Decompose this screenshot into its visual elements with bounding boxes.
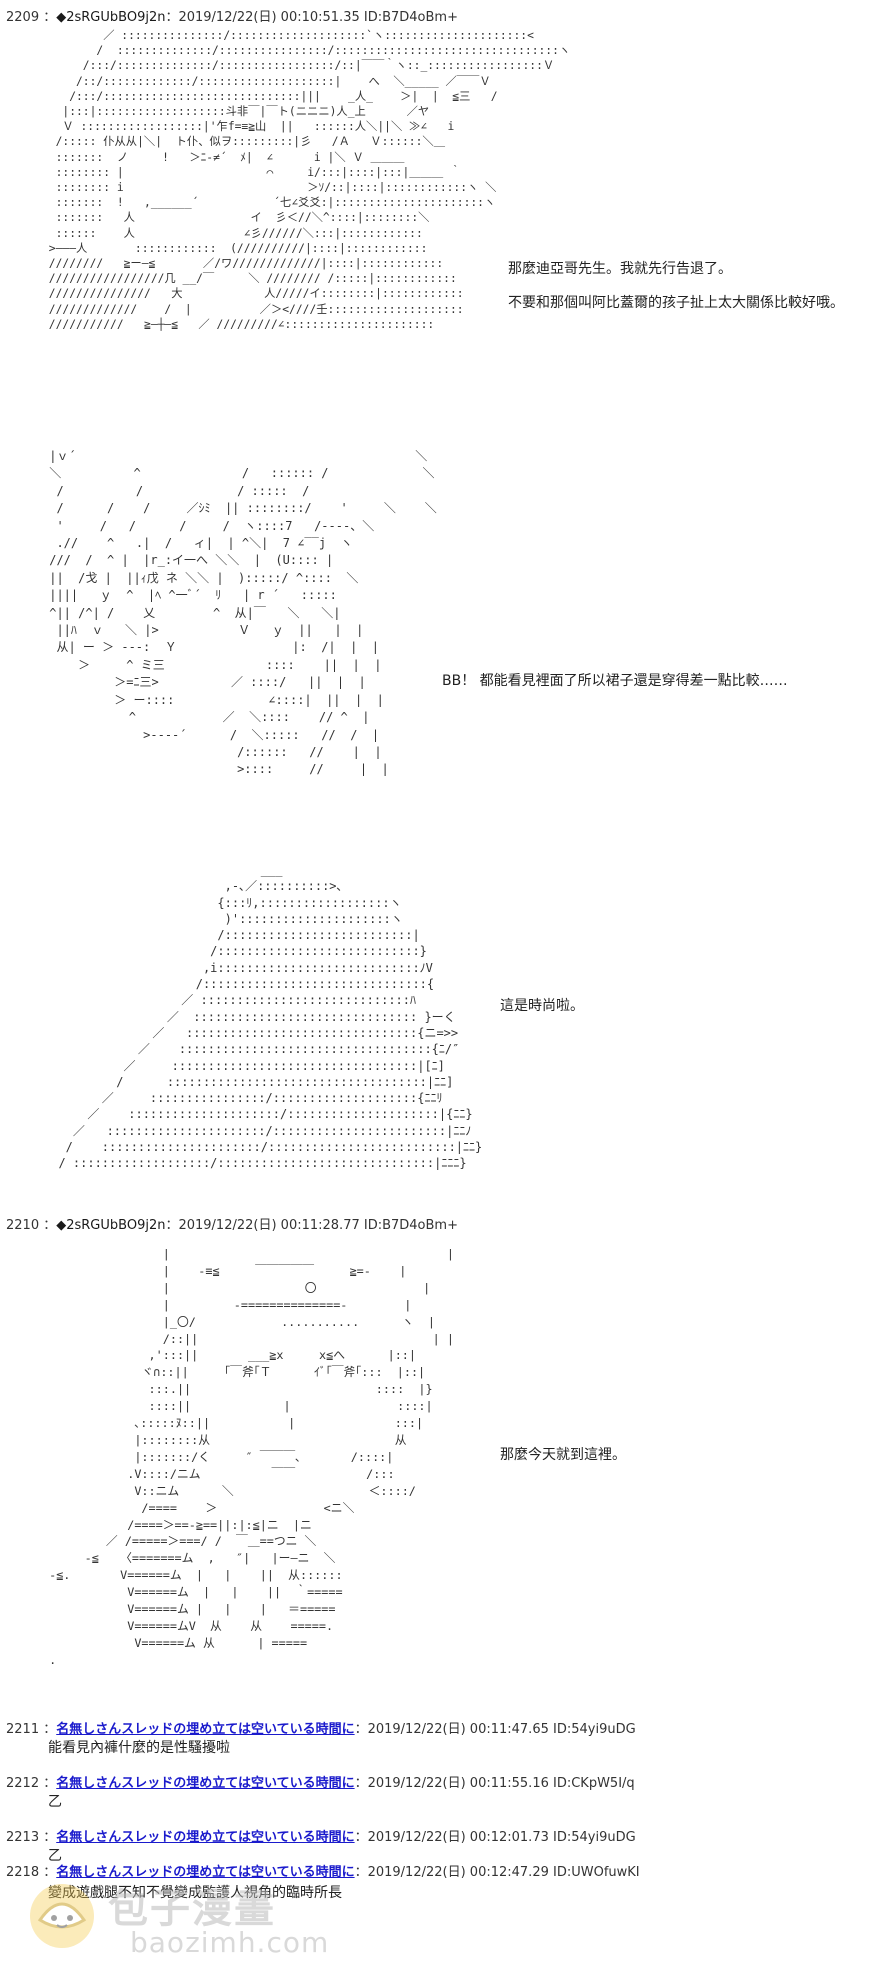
reply-separator: ：: [39, 1722, 57, 1737]
reply-id: ID:UWOfuwKI: [548, 1865, 640, 1880]
dialog-line: 這是時尚啦。: [500, 998, 584, 1014]
post-header: 2210 ：◆2sRGUbBO9j2n：2019/12/22(日) 00:11:…: [6, 1214, 458, 1233]
post-number: 2209: [6, 10, 40, 25]
reply-name-link[interactable]: 名無しさんスレッドの埋め立ては空いている時間に: [56, 1865, 355, 1880]
post-datetime: ：2019/12/22(日) 00:10:51.35: [165, 10, 360, 25]
reply-id: ID:54yi9uDG: [548, 1830, 636, 1845]
bun-logo-icon: [30, 1884, 94, 1948]
ascii-art-scene-3: ___ ,-､／::::::::::>､ {:::ﾘ,:::::::::::::…: [58, 863, 483, 1171]
reply-separator: ：: [39, 1865, 57, 1880]
reply-name-link[interactable]: 名無しさんスレッドの埋め立ては空いている時間に: [56, 1830, 355, 1845]
reply-body: 變成遊戲腿不知不覺變成監護人視角的臨時所長: [48, 1885, 342, 1901]
post-header: 2209 ：◆2sRGUbBO9j2n：2019/12/22(日) 00:10:…: [6, 6, 458, 25]
watermark-title: 包子漫畫: [108, 1886, 276, 1932]
poster-trip: ◆2sRGUbBO9j2n: [56, 10, 166, 25]
post-datetime: ：2019/12/22(日) 00:11:28.77: [165, 1218, 360, 1233]
reply-datetime: ：2019/12/22(日) 00:11:55.16: [354, 1776, 549, 1791]
dialog-line: BB！ 都能看見裡面了所以裙子還是穿得差一點比較……: [442, 673, 788, 689]
post-id: ID:B7D4oBm+: [359, 10, 458, 25]
post-separator: ：: [39, 1218, 57, 1233]
dialog-line: 那麼迪亞哥先生。我就先行告退了。: [508, 261, 732, 277]
reply-number: 2213: [6, 1830, 40, 1845]
ascii-art-scene-2: |ｖ´ ＼ ＼ ^ / :::::: / ＼ / / / ::::: / / /…: [49, 449, 437, 777]
reply-header: 2212 ：名無しさんスレッドの埋め立ては空いている時間に：2019/12/22…: [6, 1772, 635, 1791]
poster-trip: ◆2sRGUbBO9j2n: [56, 1218, 166, 1233]
dialog-line: 那麼今天就到這裡。: [500, 1447, 626, 1463]
post-separator: ：: [39, 10, 57, 25]
reply-header: 2211 ：名無しさんスレッドの埋め立ては空いている時間に：2019/12/22…: [6, 1718, 636, 1737]
reply-header: 2213 ：名無しさんスレッドの埋め立ては空いている時間に：2019/12/22…: [6, 1826, 636, 1845]
reply-name-link[interactable]: 名無しさんスレッドの埋め立ては空いている時間に: [56, 1776, 355, 1791]
reply-number: 2218: [6, 1865, 40, 1880]
dialog-line: 不要和那個叫阿比蓋爾的孩子扯上太大關係比較好哦。: [508, 295, 844, 311]
site-watermark: 包子漫畫 baozimh.com: [26, 1872, 356, 1962]
reply-body: 乙: [48, 1848, 62, 1864]
post-number: 2210: [6, 1218, 40, 1233]
watermark-url: baozimh.com: [130, 1926, 330, 1959]
reply-id: ID:54yi9uDG: [548, 1722, 636, 1737]
reply-datetime: ：2019/12/22(日) 00:12:01.73: [354, 1830, 549, 1845]
ascii-art-scene-4: | | | -≡≦ ￣￣￣￣￣ ≧=- | | 〇 | | -=========…: [49, 1247, 454, 1667]
reply-header: 2218 ：名無しさんスレッドの埋め立ては空いている時間に：2019/12/22…: [6, 1861, 640, 1880]
post-id: ID:B7D4oBm+: [359, 1218, 458, 1233]
reply-datetime: ：2019/12/22(日) 00:12:47.29: [354, 1865, 549, 1880]
ascii-art-scene-1: ／ :::::::::::::::/::::::::::::::::::::`ヽ…: [48, 29, 571, 331]
reply-body: 能看見內褲什麼的是性騷擾啦: [48, 1740, 230, 1756]
reply-name-link[interactable]: 名無しさんスレッドの埋め立ては空いている時間に: [56, 1722, 355, 1737]
reply-datetime: ：2019/12/22(日) 00:11:47.65: [354, 1722, 549, 1737]
reply-separator: ：: [39, 1830, 57, 1845]
reply-separator: ：: [39, 1776, 57, 1791]
reply-number: 2211: [6, 1722, 40, 1737]
reply-body: 乙: [48, 1794, 62, 1810]
reply-number: 2212: [6, 1776, 40, 1791]
reply-id: ID:CKpW5I/q: [548, 1776, 635, 1791]
